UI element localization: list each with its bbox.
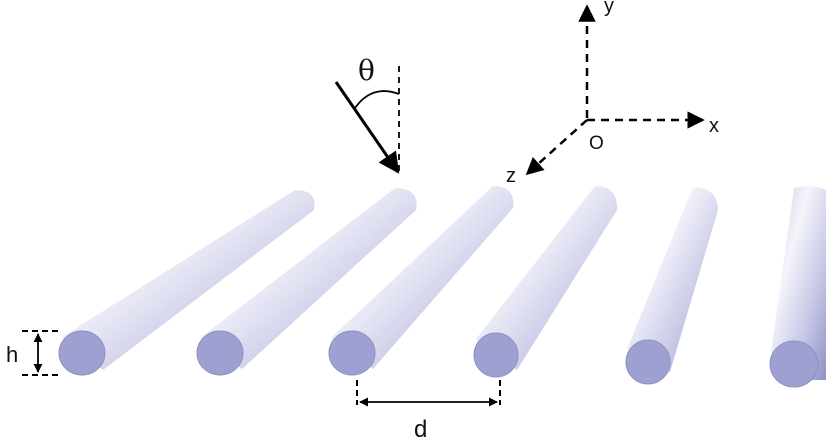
period-dimension: d	[356, 380, 501, 443]
incident-beam: θ	[334, 54, 400, 174]
period-label: d	[414, 416, 427, 443]
y-axis-label: y	[604, 0, 614, 17]
height-label: h	[6, 342, 18, 367]
x-axis-label: x	[709, 115, 719, 137]
incident-arrow	[334, 81, 400, 174]
rod	[58, 190, 315, 376]
rod	[625, 187, 718, 385]
coordinate-axes: y x z O	[506, 0, 719, 187]
rod	[473, 186, 618, 378]
theta-label: θ	[358, 54, 375, 87]
height-dimension: h	[6, 330, 62, 376]
rod	[769, 186, 826, 388]
rod	[196, 188, 417, 376]
rods-group	[58, 186, 826, 388]
z-axis-label: z	[506, 165, 516, 187]
z-axis	[525, 119, 588, 176]
angle-arc	[354, 90, 400, 109]
rod	[328, 186, 514, 376]
origin-label: O	[589, 133, 604, 154]
